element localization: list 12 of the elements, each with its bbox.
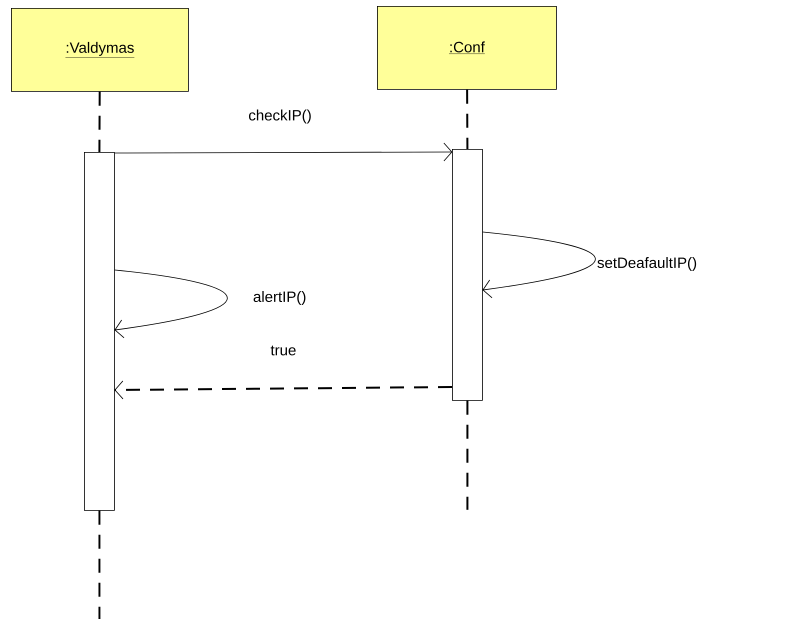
edge-label: true — [269, 344, 298, 356]
edge-label: checkIP() — [247, 108, 313, 125]
message-arrow — [482, 232, 596, 298]
activation-bar — [452, 149, 483, 401]
object-box: :Conf — [377, 6, 557, 90]
message-arrow — [114, 270, 228, 338]
message-arrow — [114, 142, 452, 162]
edge-label: alertIP() — [252, 290, 308, 306]
message-arrow — [114, 380, 452, 400]
edge-label: setDeafaultIP() — [596, 256, 698, 272]
activation-bar — [84, 152, 115, 511]
object-box: :Valdymas — [11, 8, 189, 92]
